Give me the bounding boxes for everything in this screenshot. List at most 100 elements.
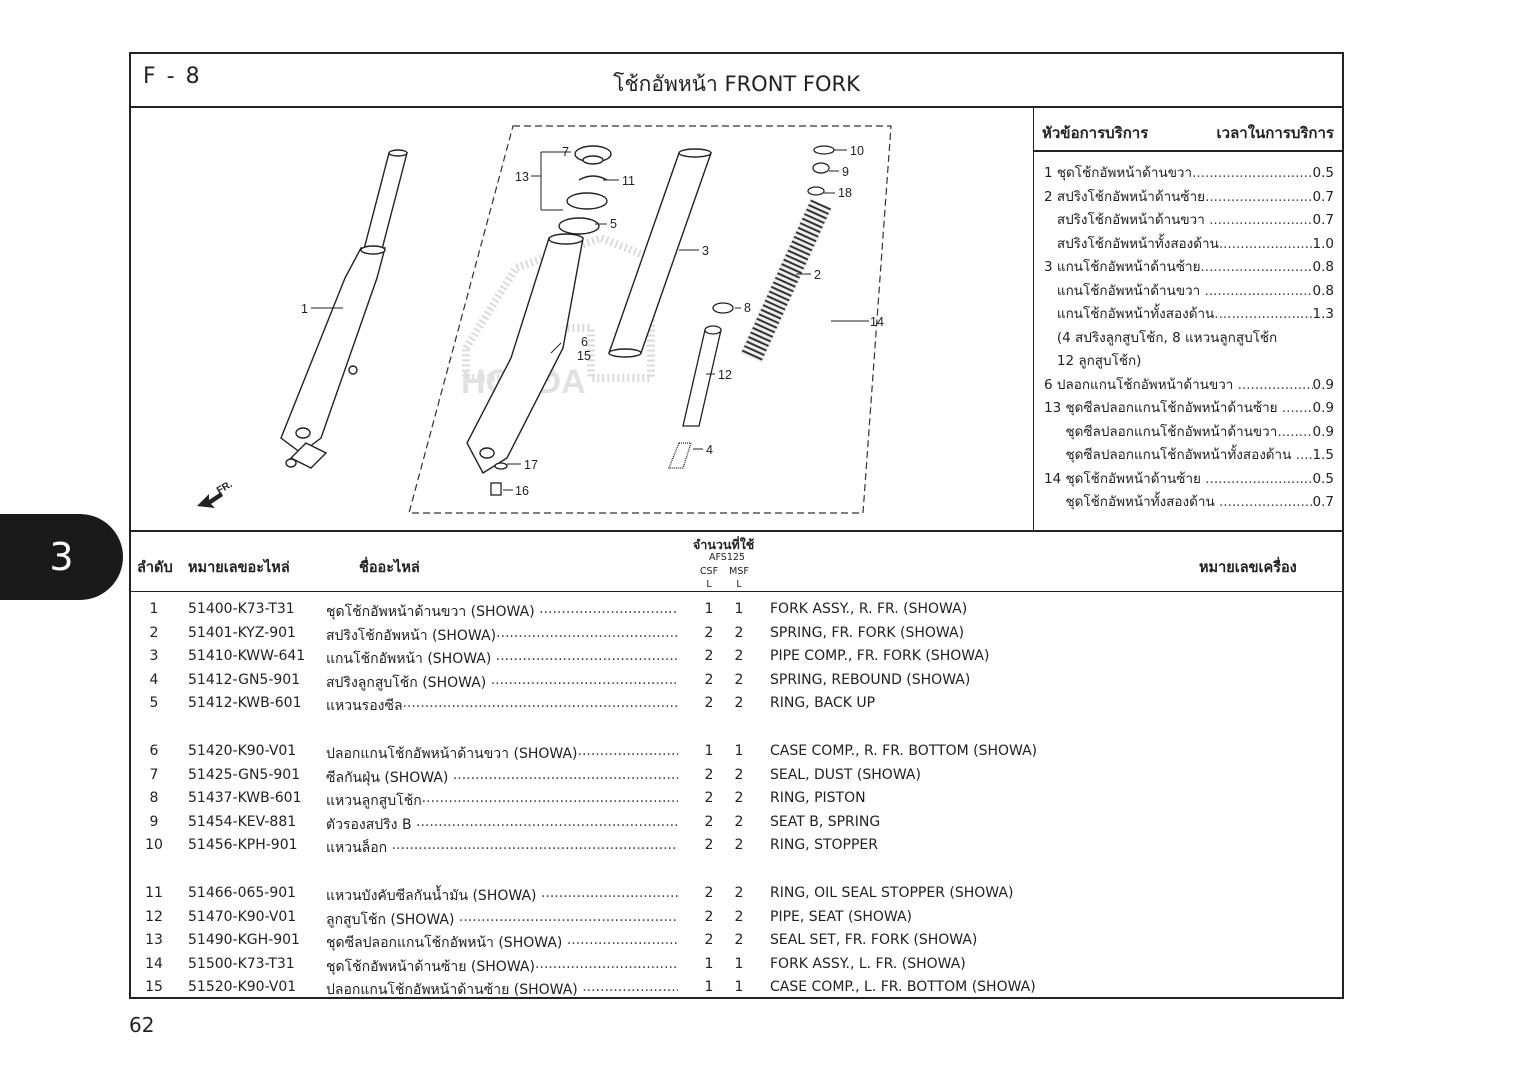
part-number: 51437-KWB-601 (188, 790, 302, 807)
service-item-label: 14 ชุดโช้กอัพหน้าด้านซ้าย (1044, 470, 1206, 487)
part-number: 51520-K90-V01 (188, 979, 297, 996)
service-row: 13 ชุดซีลปลอกแกนโช้กอัพหน้าด้านซ้าย 0.9 (1044, 397, 1334, 421)
model-header: AFS125 (709, 552, 745, 563)
dot-leader (1192, 162, 1312, 186)
dot-leader (496, 625, 678, 647)
dot-leader (1205, 468, 1312, 492)
service-row: 12 ลูกสูบโช้ก) (1044, 350, 1334, 374)
leader-lines (311, 149, 869, 491)
front-fork-diagram: HONDA (197, 125, 892, 514)
part-name-th-cell: ชุดโช้กอัพหน้าด้านซ้าย (SHOWA) (326, 956, 678, 978)
col-frame-no-header: หมายเลขเครื่อง (1199, 560, 1297, 576)
part-name-en: FORK ASSY., R. FR. (SHOWA) (770, 601, 968, 617)
row-index: 1 (149, 601, 159, 617)
service-row: 2 สปริงโช้กอัพหน้าด้านซ้าย0.7 (1044, 186, 1334, 210)
col-msf-sub: L (736, 579, 742, 590)
service-item-time: 0.8 (1312, 282, 1334, 299)
qty-msf: 2 (734, 695, 744, 712)
service-list: 1 ชุดโช้กอัพหน้าด้านขวา 0.5 2 สปริงโช้กอัพ… (1044, 162, 1334, 515)
part-name-th-cell: แกนโช้กอัพหน้า (SHOWA) (326, 648, 678, 670)
dot-leader (1282, 397, 1313, 421)
row-index: 3 (149, 648, 159, 665)
callout-5: 5 (610, 217, 617, 231)
service-item-label: 13 ชุดซีลปลอกแกนโช้กอัพหน้าด้านซ้าย (1044, 400, 1282, 416)
dot-leader (1214, 303, 1312, 327)
col-msf-header: MSF (729, 566, 749, 577)
row-index: 15 (145, 979, 163, 996)
part-name-th: สปริงลูกสูบโช้ก (SHOWA) (326, 674, 491, 691)
part-number: 51500-K73-T31 (188, 955, 295, 972)
qty-msf: 1 (734, 955, 744, 972)
part-name-th: สปริงโช้กอัพหน้า (SHOWA) (326, 627, 497, 644)
row-index: 4 (149, 671, 159, 688)
qty-csf: 2 (704, 624, 714, 641)
qty-csf: 2 (704, 766, 714, 783)
service-row: แกนโช้กอัพหน้าด้านขวา 0.8 (1044, 280, 1334, 304)
part-name-th: ชุดโช้กอัพหน้าด้านซ้าย (SHOWA) (326, 958, 535, 975)
qty-msf: 2 (734, 648, 744, 665)
service-item-time: 0.8 (1312, 259, 1334, 275)
part-name-th-cell: สปริงโช้กอัพหน้า (SHOWA) (326, 625, 678, 647)
dot-leader (582, 979, 678, 1001)
service-row: 6 ปลอกแกนโช้กอัพหน้าด้านขวา 0.9 (1044, 374, 1334, 398)
callout-10: 10 (850, 144, 864, 158)
qty-msf: 2 (734, 908, 744, 925)
part-name-en: RING, STOPPER (770, 837, 878, 854)
callout-6: 6 (581, 335, 588, 349)
qty-csf: 1 (704, 601, 714, 617)
col-qty-header: จำนวนที่ใช้ (693, 537, 755, 552)
part-name-th: ชุดซีลปลอกแกนโช้กอัพหน้า (SHOWA) (326, 935, 567, 952)
fork-case (466, 233, 584, 474)
row-index: 11 (145, 885, 163, 901)
part-name-th-cell: ปลอกแกนโช้กอัพหน้าด้านซ้าย (SHOWA) (326, 979, 678, 1001)
seal-set (558, 145, 612, 235)
dot-leader (491, 672, 678, 694)
section-tab: 3 (0, 514, 123, 600)
page-number: 62 (129, 1013, 155, 1037)
front-direction-arrow: FR. (197, 479, 235, 508)
callout-9: 9 (842, 165, 849, 179)
parts-table-header: ลำดับ หมายเลขอะไหล่ ชื่ออะไหล่ จำนวนที่ใ… (131, 530, 1342, 592)
service-item-label: 2 สปริงโช้กอัพหน้าด้านซ้าย (1044, 188, 1206, 205)
part-name-th: ลูกสูบโช้ก (SHOWA) (326, 911, 459, 928)
part-name-th-cell: ชุดโช้กอัพหน้าด้านขวา (SHOWA) (326, 601, 678, 623)
piston-parts (668, 302, 734, 469)
qty-msf: 1 (734, 979, 744, 996)
part-number: 51454-KEV-881 (188, 813, 297, 830)
part-name-en: SPRING, REBOUND (SHOWA) (770, 671, 971, 688)
service-item-time: 0.5 (1312, 470, 1334, 487)
page-title: โช้กอัพหน้า FRONT FORK (613, 72, 860, 96)
dot-leader (453, 767, 678, 789)
part-name-th: ตัวรองสปริง B (326, 816, 417, 833)
dot-leader (416, 814, 678, 836)
service-item-label: สปริงโช้กอัพหน้าด้านขวา (1044, 212, 1210, 228)
dot-leader (392, 837, 678, 859)
service-item-label: 1 ชุดโช้กอัพหน้าด้านขวา (1044, 165, 1193, 181)
service-item-time: 1.5 (1312, 447, 1334, 463)
part-name-en: PIPE COMP., FR. FORK (SHOWA) (770, 648, 990, 665)
dot-leader (1219, 491, 1313, 515)
col-csf-header: CSF (699, 566, 719, 577)
dot-leader (1219, 233, 1313, 257)
service-item-label: (4 สปริงลูกสูบโช้ก, 8 แหวนลูกสูบโช้ก (1044, 329, 1278, 346)
part-number: 51456-KPH-901 (188, 837, 298, 854)
part-number: 51470-K90-V01 (188, 908, 297, 925)
part-number: 51425-GN5-901 (188, 766, 301, 783)
part-number: 51400-K73-T31 (188, 601, 295, 617)
service-row: 3 แกนโช้กอัพหน้าด้านซ้าย0.8 (1044, 256, 1334, 280)
qty-msf: 2 (734, 885, 744, 901)
service-item-label: ชุดซีลปลอกแกนโช้กอัพหน้าทั้งสองด้าน (1044, 447, 1296, 463)
part-name-th-cell: แหวนบังคับซีลกันน้ำมัน (SHOWA) (326, 885, 678, 907)
service-row: ชุดซีลปลอกแกนโช้กอัพหน้าทั้งสองด้าน 1.5 (1044, 444, 1334, 468)
callout-11: 11 (622, 174, 635, 188)
exploded-diagram: HONDA (131, 108, 1033, 530)
fork-spring (740, 199, 832, 363)
part-name-th: แหวนรองซีล (326, 698, 403, 715)
